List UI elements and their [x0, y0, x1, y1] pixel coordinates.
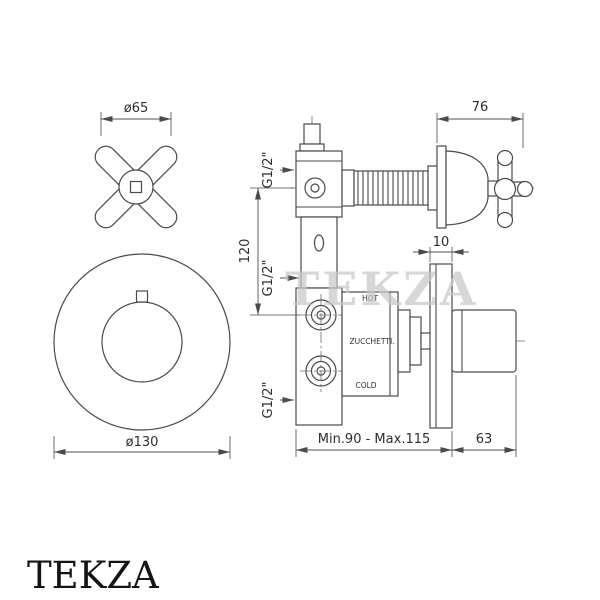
connection-middle-label: G1/2"	[261, 260, 276, 297]
dim-plate-offset-10: 10	[413, 235, 469, 262]
temperature-knob	[451, 309, 517, 373]
brand-label: ZUCCHETTI.	[349, 337, 394, 346]
dim-plate-diameter: ø130	[53, 435, 231, 459]
dim-handle-depth-label: 63	[476, 432, 493, 447]
outlet-pipe	[303, 123, 321, 145]
cross-handle-side	[493, 149, 534, 229]
hose-nut	[341, 169, 355, 207]
watermark-text: TEKZA	[285, 262, 479, 316]
dim-depth-range-label: Min.90 - Max.115	[318, 432, 431, 447]
flex-hose	[353, 170, 429, 206]
connection-top-label: G1/2"	[261, 152, 276, 189]
dim-handle-diameter-label: ø65	[124, 101, 149, 116]
dim-plate-diameter-label: ø130	[126, 435, 159, 450]
cold-port-label: COLD	[355, 381, 376, 390]
dim-center-distance-120: 120	[238, 187, 300, 316]
dim-plate-offset-label: 10	[433, 235, 450, 250]
mounting-strip	[300, 216, 338, 289]
bell-handle	[436, 145, 498, 229]
brand-logo-text: TEKZA	[27, 554, 160, 597]
hot-port-label: HOT	[362, 294, 379, 303]
dim-center-distance-label: 120	[238, 239, 253, 264]
dim-width-76: 76	[436, 100, 524, 148]
dim-depth-bottom: Min.90 - Max.115 63	[295, 375, 517, 457]
diverter-assembly-side	[290, 116, 534, 232]
connection-labels: G1/2" G1/2" G1/2"	[261, 152, 299, 419]
mixer-block	[341, 291, 399, 397]
dim-handle-diameter: ø65	[100, 101, 172, 136]
escutcheon-front-view	[53, 253, 231, 431]
handle-top-view	[94, 145, 178, 229]
connection-bottom-label: G1/2"	[261, 382, 276, 419]
thermostat-body-side: HOT ZUCCHETTI. COLD	[295, 216, 528, 429]
dim-width-label: 76	[472, 100, 489, 115]
